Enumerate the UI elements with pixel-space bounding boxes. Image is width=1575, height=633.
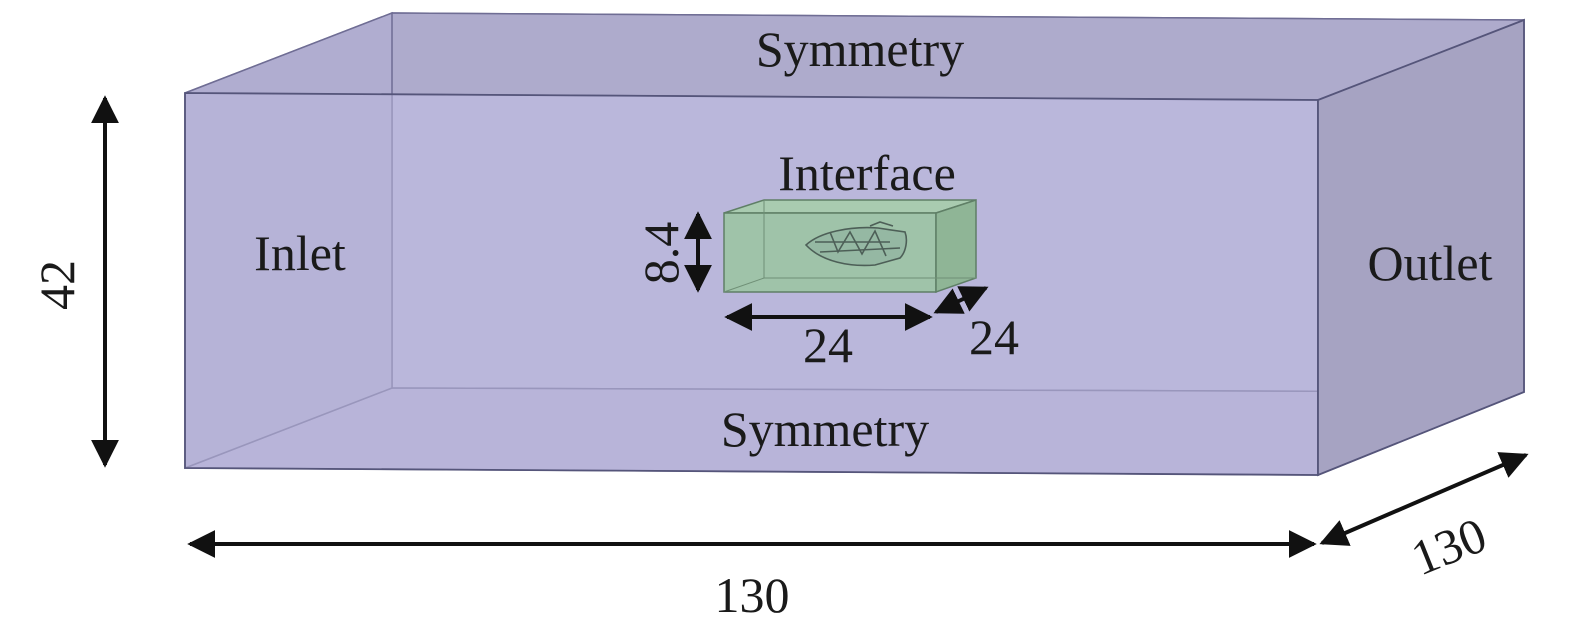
outlet-label: Outlet bbox=[1368, 235, 1493, 291]
interface-top-face bbox=[723, 199, 977, 214]
depth-dimension-label: 130 bbox=[1403, 506, 1494, 586]
interface-label: Interface bbox=[778, 145, 956, 201]
interface-depth-arrow bbox=[933, 286, 989, 314]
interface-height-label: 8.4 bbox=[633, 222, 689, 285]
interface-box bbox=[723, 198, 977, 294]
height-dimension-label: 42 bbox=[29, 260, 85, 310]
domain-box bbox=[184, 11, 1525, 477]
inlet-label: Inlet bbox=[254, 225, 346, 281]
length-dimension-label: 130 bbox=[715, 567, 790, 623]
depth-arrow bbox=[1319, 452, 1529, 546]
bottom-symmetry-label: Symmetry bbox=[721, 401, 929, 457]
vehicle-model bbox=[804, 221, 908, 267]
interface-length-label: 24 bbox=[803, 317, 853, 373]
interface-depth-label: 24 bbox=[969, 309, 1019, 365]
outlet-face bbox=[1317, 18, 1525, 477]
top-symmetry-label: Symmetry bbox=[756, 21, 964, 77]
dimension-arrows bbox=[91, 95, 1529, 558]
